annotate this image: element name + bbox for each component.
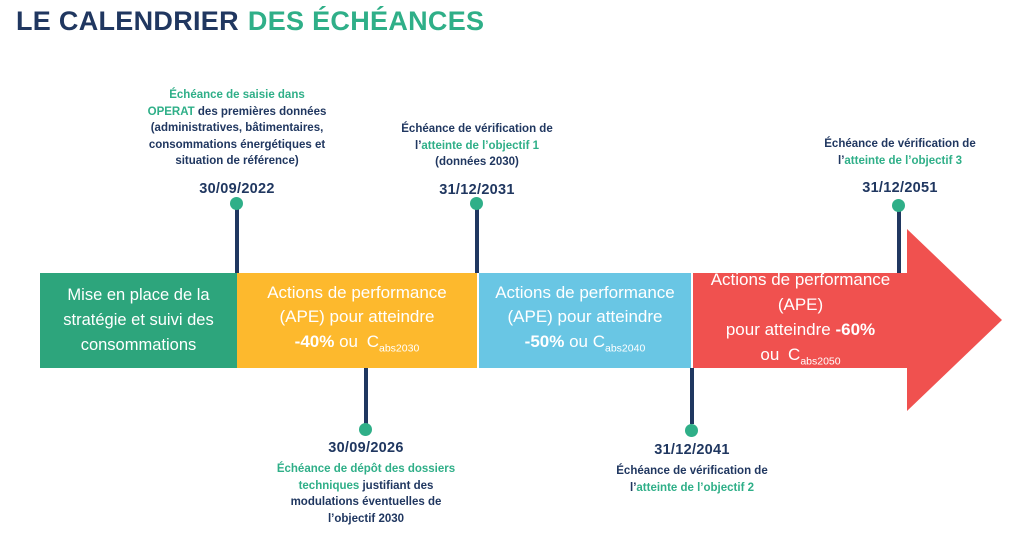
milestone-text: l’objectif 2030	[327, 512, 405, 525]
milestone-text-accent: techniques	[298, 479, 360, 492]
milestone-text: Échéance de saisie dans	[169, 89, 305, 101]
cabs-subscript: abs2040	[605, 341, 646, 354]
milestone-text: situation de référence)	[175, 155, 299, 167]
milestone-objectif-2: 31/12/2041 Échéance de vérification de l…	[582, 442, 802, 496]
segment-text: Actions de performance	[495, 282, 675, 302]
milestone-text: justifiant des	[359, 479, 434, 492]
milestone-objectif-3: Échéance de vérification de l’atteinte d…	[797, 136, 1003, 196]
cabs-subscript: abs2050	[800, 355, 841, 368]
milestone-text-accent: atteinte de l’objectif 3	[844, 154, 962, 167]
milestone-dossiers-text: Échéance de dépôt des dossiers technique…	[251, 461, 481, 527]
target-percent: -50%	[524, 331, 565, 351]
segment-text: (APE) pour atteindre	[279, 307, 435, 327]
segment-text: ou	[564, 331, 593, 351]
cabs-symbol: C	[366, 331, 379, 351]
milestone-dot-2026	[359, 423, 372, 436]
segment-text: ou	[760, 344, 785, 364]
target-percent: -60%	[835, 319, 876, 339]
segment-ape-2040-text: Actions de performance (APE) pour attein…	[495, 281, 675, 361]
segment-text: pour atteindre	[725, 319, 836, 339]
segment-text: Mise en place de la	[67, 286, 210, 304]
milestone-text: l’	[838, 154, 845, 167]
segment-text: Actions de performance	[267, 282, 447, 302]
segment-ape-2040: Actions de performance (APE) pour attein…	[479, 273, 691, 368]
milestone-text: modulations éventuelles de	[290, 496, 442, 508]
segment-ape-2050: Actions de performance (APE) pour attein…	[693, 270, 908, 368]
tick-line-2031	[475, 207, 479, 273]
milestone-date: 31/12/2051	[862, 180, 938, 196]
page-title-main: LE CALENDRIER	[16, 6, 239, 36]
segment-text: ou	[334, 331, 363, 351]
tick-line-2051	[897, 210, 901, 273]
milestone-date: 31/12/2041	[654, 442, 730, 458]
milestone-text-accent: Échéance de dépôt des dossiers	[276, 463, 456, 475]
milestone-dot-2022	[230, 197, 243, 210]
milestone-text: Échéance de vérification de	[824, 138, 976, 150]
operat-label: OPERAT	[147, 105, 195, 118]
milestone-text: (administratives, bâtimentaires,	[150, 122, 324, 134]
segment-ape-2030: Actions de performance (APE) pour attein…	[237, 273, 477, 368]
milestone-text: Échéance de vérification de	[401, 123, 553, 135]
segment-text: Actions de performance (APE)	[710, 269, 891, 314]
page-title-accent: DES ÉCHÉANCES	[247, 6, 485, 36]
segment-strategy: Mise en place de la stratégie et suivi d…	[40, 273, 237, 368]
milestone-objectif-2-text: Échéance de vérification de l’atteinte d…	[582, 463, 802, 496]
milestone-dot-2031	[470, 197, 483, 210]
segment-ape-2050-text: Actions de performance (APE) pour attein…	[693, 267, 908, 374]
milestone-operat-text: Échéance de saisie dans OPERAT des premi…	[117, 87, 357, 170]
milestone-objectif-1-text: Échéance de vérification de l’atteinte d…	[377, 121, 577, 171]
segment-ape-2030-text: Actions de performance (APE) pour attein…	[267, 281, 447, 361]
segment-text: stratégie et suivi des	[63, 311, 214, 329]
milestone-objectif-3-text: Échéance de vérification de l’atteinte d…	[797, 136, 1003, 169]
milestone-operat: Échéance de saisie dans OPERAT des premi…	[117, 87, 357, 197]
tick-line-2041	[690, 368, 694, 424]
tick-line-2026	[364, 368, 368, 424]
milestone-dot-2051	[892, 199, 905, 212]
target-percent: -40%	[294, 331, 335, 351]
milestone-text: l’	[630, 481, 637, 494]
milestone-dot-2041	[685, 424, 698, 437]
milestone-text-accent: atteinte de l’objectif 2	[636, 481, 754, 494]
milestone-text: l’	[415, 139, 422, 152]
milestone-date: 30/09/2026	[328, 440, 404, 456]
tick-line-2022	[235, 207, 239, 273]
milestone-text-accent: atteinte de l’objectif 1	[421, 139, 539, 152]
cabs-subscript: abs2030	[379, 341, 420, 354]
timeline-arrow-head	[907, 229, 1002, 411]
cabs-symbol: C	[592, 331, 605, 351]
segment-text: (APE) pour atteindre	[507, 307, 663, 327]
segment-strategy-text: Mise en place de la stratégie et suivi d…	[63, 283, 213, 358]
milestone-date: 31/12/2031	[439, 181, 515, 198]
milestone-text: consommations énergétiques et	[148, 138, 326, 151]
milestone-objectif-1: Échéance de vérification de l’atteinte d…	[377, 121, 577, 198]
milestone-text: Échéance de vérification de	[616, 465, 768, 477]
page-title: LE CALENDRIER DES ÉCHÉANCES	[16, 6, 484, 37]
segment-text: consommations	[80, 336, 197, 354]
cabs-symbol: C	[788, 344, 801, 364]
milestone-text: des premières données	[194, 105, 327, 118]
milestone-text: (données 2030)	[435, 156, 519, 168]
milestone-date: 30/09/2022	[199, 180, 275, 197]
milestone-dossiers: 30/09/2026 Échéance de dépôt des dossier…	[251, 440, 481, 527]
